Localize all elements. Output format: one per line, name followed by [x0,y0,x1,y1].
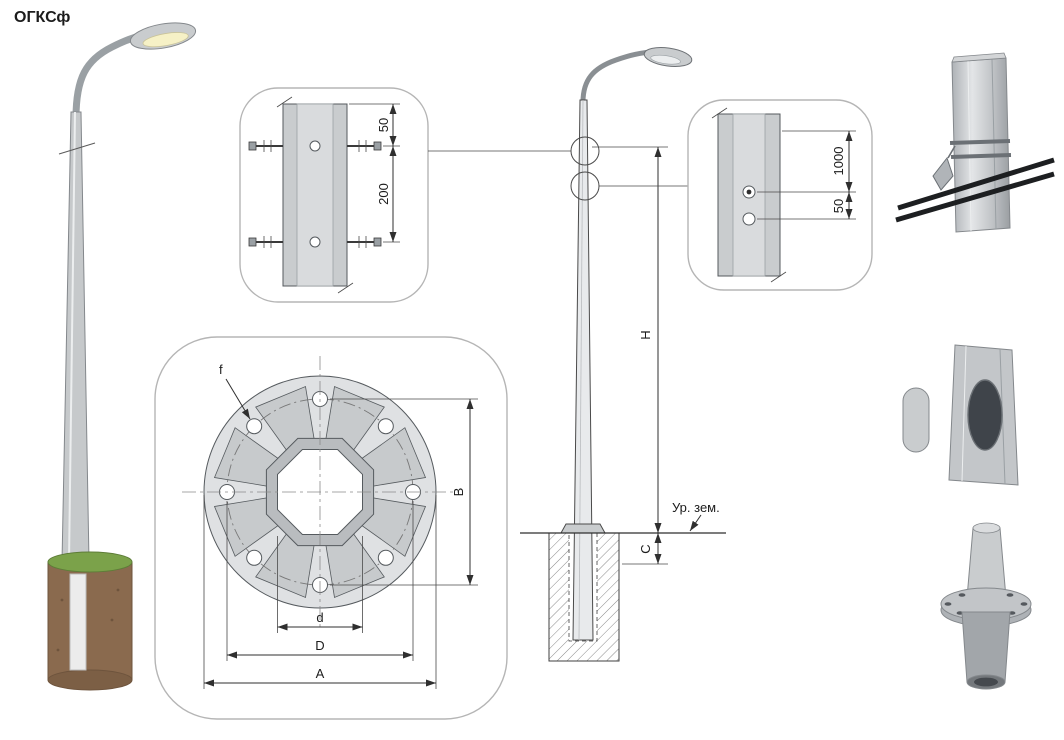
base-opening [974,677,998,687]
ground-arrow [689,514,702,532]
cable-2 [895,171,1055,223]
detail-marker-upper [570,136,600,166]
flange-holes [219,391,421,593]
cable-1 [897,157,1055,211]
grass-top [47,551,133,573]
bolt-row-lower [248,236,382,248]
detail-callout-right: 1000 50 [687,99,873,291]
dim-50-label: 50 [831,199,846,213]
dim-H-label: H [638,330,653,339]
pole-facet-band [732,113,766,277]
pole-facet-band [296,103,334,287]
pole-highlight [68,111,76,563]
pole-segment-3d [951,57,1011,233]
flange-base-render [940,522,1032,690]
f-leader [225,378,251,420]
pole-shaft-3d [61,111,90,563]
pole-shaft-elevation [572,99,594,641]
bolt-hole [742,212,756,226]
break-mark [58,142,96,155]
lamp-head-3d [129,22,197,50]
pole-cap [951,52,1007,63]
dim-D-label: D [315,638,324,653]
dim-B-label: B [451,488,466,497]
clamp-band-lower [950,152,1012,160]
drawing-title: ОГКСф [14,9,70,26]
dim-d-label: d [316,610,323,625]
flange-top-view-callout: f B d D A [154,336,508,720]
dim-1000-label: 1000 [831,147,846,176]
break-tick-bottom [770,271,787,283]
door-cover [902,387,930,453]
wedge-clamp [932,156,954,191]
break-tick-top [276,96,293,108]
break-tick-bottom [337,282,354,294]
access-door-render [902,344,1019,486]
flange-gussets [213,385,427,599]
break-tick-top [711,107,728,119]
detail-callout-top: 50 200 [239,87,429,303]
bolt-hole [309,236,321,248]
bolt-row-upper [248,140,382,152]
elevation-view: Ур. зем. H C [520,46,726,662]
dim-A-label: A [316,666,325,681]
pole-3d-render [47,22,197,691]
dim-f-label: f [219,362,223,377]
base-tube [966,527,1007,599]
cable-clamp-render [895,52,1055,233]
lamp-head-elevation [643,46,693,68]
dim-C-label: C [638,544,653,553]
dim-50-label: 50 [376,118,391,132]
foundation-3d [47,551,133,691]
lamp-arm-elevation [580,49,655,103]
bolt-hole [309,140,321,152]
door-opening [967,379,1003,451]
ground-level-label: Ур. зем. [672,500,720,515]
dim-200-label: 200 [376,183,391,205]
clamp-band-upper [949,138,1011,146]
base-flange-elevation [560,523,606,534]
embedment-slot [69,573,87,671]
base-skirt [961,611,1011,683]
